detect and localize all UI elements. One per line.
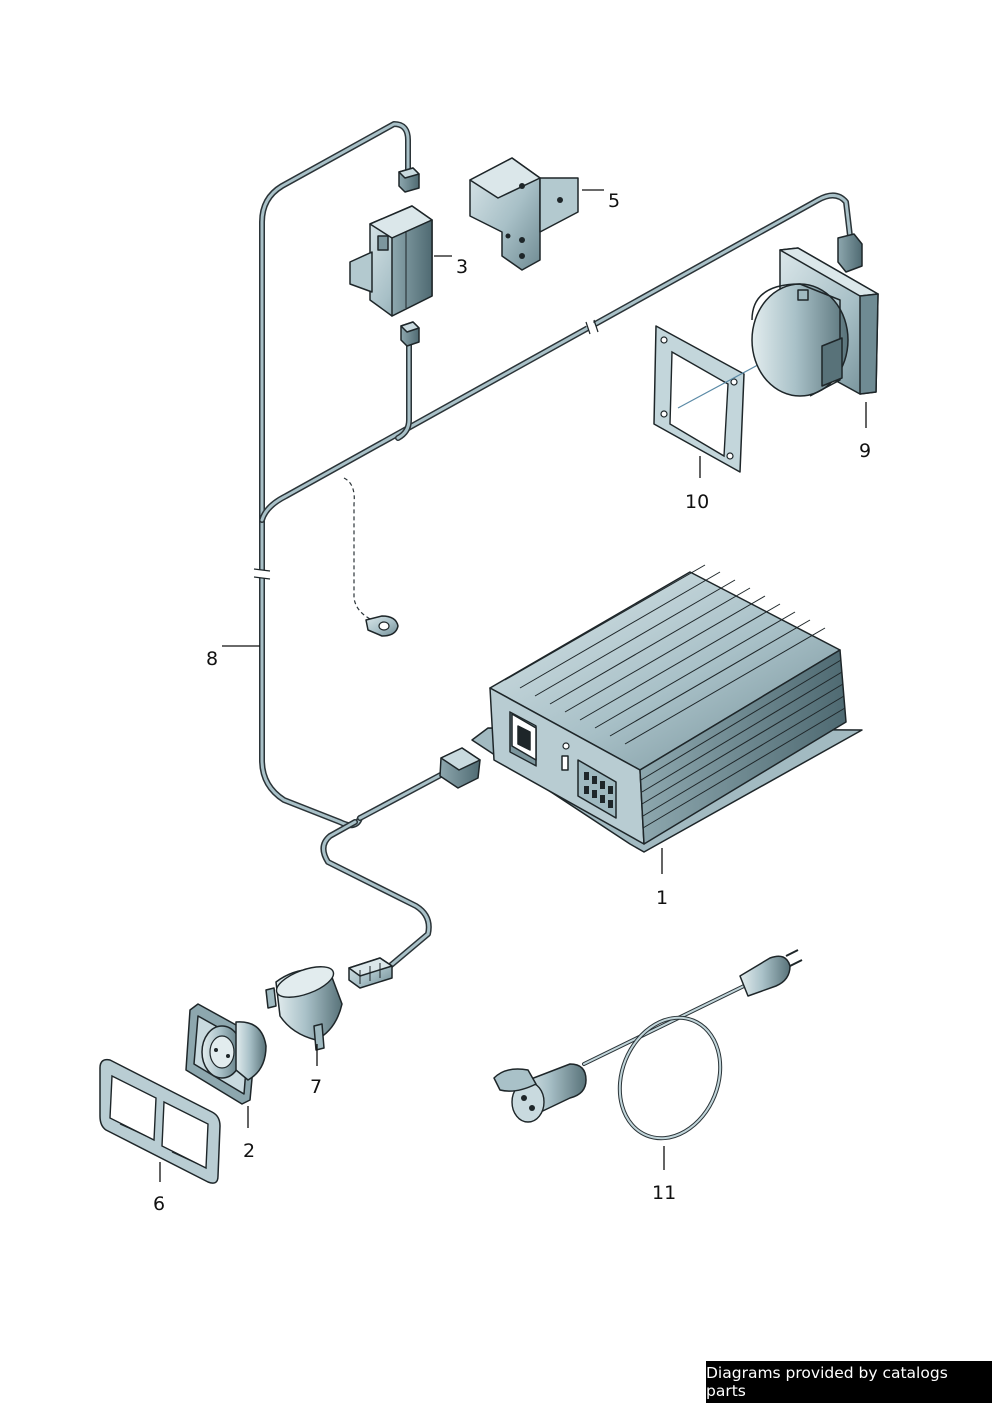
callout-2: 2 [243, 1140, 255, 1162]
callout-10: 10 [685, 491, 709, 513]
cable-break-mark [253, 319, 599, 580]
inverter-unit [471, 564, 863, 853]
external-socket-plug [837, 233, 863, 273]
callout-3: 3 [456, 256, 468, 278]
top-connector [398, 167, 420, 193]
callout-1: 1 [656, 887, 668, 909]
catalog-credit-badge: Diagrams provided by catalogs parts [706, 1361, 992, 1403]
socket-connector [348, 957, 393, 989]
socket-housing [265, 966, 343, 1051]
external-socket [751, 247, 879, 397]
catalog-credit-text: Diagrams provided by catalogs parts [706, 1364, 948, 1400]
gasket [653, 325, 783, 473]
mounting-bracket [469, 157, 579, 271]
callouts: 1 2 3 5 6 7 8 9 10 11 [153, 189, 871, 1215]
callout-8: 8 [206, 648, 218, 670]
callout-9: 9 [859, 440, 871, 462]
power-socket [185, 1003, 267, 1105]
adapter-cable [493, 949, 803, 1141]
breaker-lead-connector [400, 321, 420, 347]
callout-7: 7 [310, 1076, 322, 1098]
double-cover-frame [99, 1058, 221, 1184]
inverter-connector [439, 747, 481, 789]
callout-11: 11 [652, 1182, 676, 1204]
wiring-harness [253, 121, 863, 989]
callout-6: 6 [153, 1193, 165, 1215]
circuit-breaker [349, 205, 433, 317]
callout-5: 5 [608, 190, 620, 212]
ring-terminal [365, 615, 399, 637]
